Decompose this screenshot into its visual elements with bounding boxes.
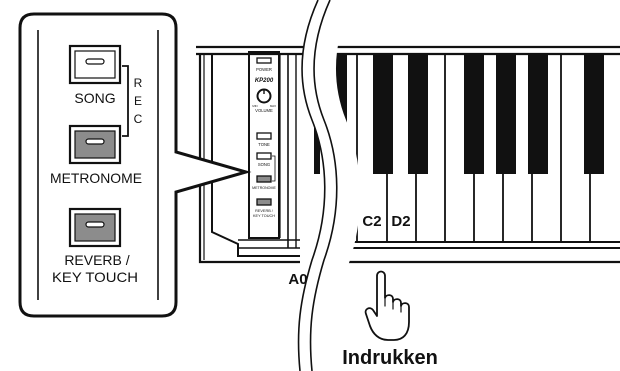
- rec-letter-c: C: [134, 112, 143, 126]
- panel-song-button[interactable]: [256, 152, 272, 160]
- metronome-label: METRONOME: [50, 170, 142, 186]
- black-keys: [331, 54, 604, 174]
- low-key-label-a0: A0: [288, 271, 307, 288]
- song-label: SONG: [74, 90, 115, 106]
- note-label-d2: D2: [391, 213, 410, 230]
- song-button[interactable]: [68, 44, 122, 85]
- model-logo: KP200: [255, 78, 274, 84]
- volume-label: VOLUME: [255, 108, 273, 113]
- reverb-keytouch-button[interactable]: [68, 207, 122, 248]
- power-button[interactable]: [256, 57, 272, 64]
- keyboard: C2 D2: [331, 45, 620, 264]
- black-key[interactable]: [464, 54, 484, 174]
- press-label: Indrukken: [342, 347, 438, 369]
- panel-reverb-label: REVERB /: [255, 209, 274, 213]
- callout-box: SONG METRONOME R E C REVERB / KEY TOUCH: [18, 12, 252, 318]
- keyboard-break: [297, 0, 361, 371]
- volume-min-mark: MIN: [252, 104, 257, 108]
- pointing-hand-icon: [364, 270, 410, 341]
- note-label-c2: C2: [362, 213, 381, 230]
- black-key[interactable]: [496, 54, 516, 174]
- metronome-button[interactable]: [68, 124, 122, 165]
- panel-song-label: SONG: [258, 162, 270, 167]
- song-led: [85, 58, 105, 65]
- tone-label: TONE: [258, 142, 270, 147]
- rec-bracket: [122, 65, 129, 137]
- tone-button[interactable]: [256, 132, 272, 140]
- reverb-led: [85, 221, 105, 228]
- black-key[interactable]: [373, 54, 393, 174]
- reverb-label: REVERB /: [64, 252, 129, 268]
- panel-metronome-button[interactable]: [256, 175, 272, 183]
- panel-reverb-button[interactable]: [256, 198, 272, 206]
- rec-letter-e: E: [134, 94, 142, 108]
- power-label: POWER: [256, 67, 272, 72]
- volume-knob[interactable]: [256, 88, 272, 104]
- metronome-led: [85, 138, 105, 145]
- control-panel: POWER KP200 MIN MAX VOLUME TONE SONG MET…: [252, 57, 276, 218]
- black-key[interactable]: [584, 54, 604, 174]
- panel-keytouch-label: KEY TOUCH: [253, 214, 275, 218]
- volume-max-mark: MAX: [270, 104, 276, 108]
- rec-letter-r: R: [134, 76, 143, 90]
- black-key[interactable]: [528, 54, 548, 174]
- keytouch-label: KEY TOUCH: [52, 269, 138, 285]
- panel-metronome-label: METRONOME: [252, 186, 276, 190]
- black-key[interactable]: [408, 54, 428, 174]
